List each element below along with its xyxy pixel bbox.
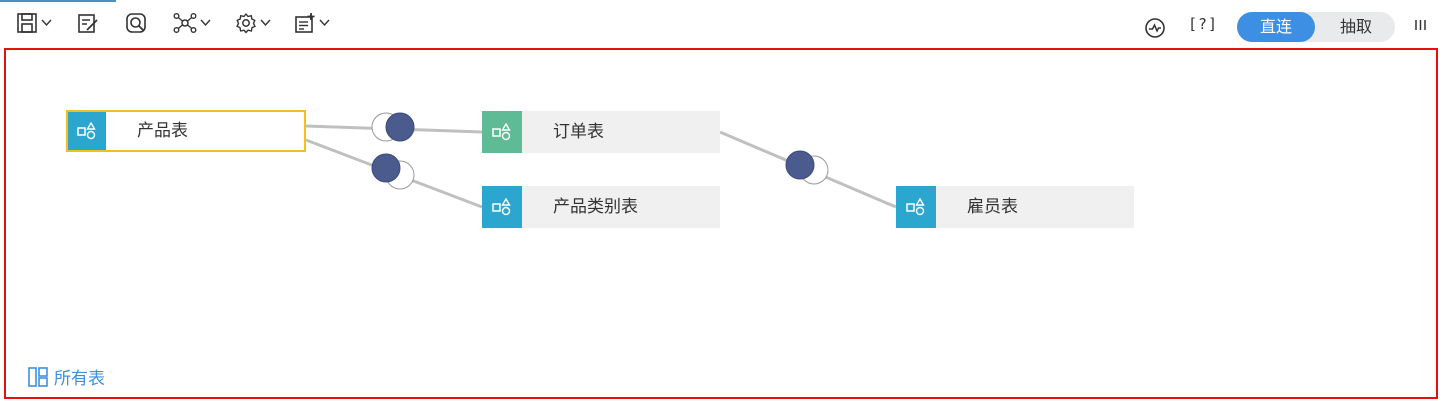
mode-direct-option[interactable]: 直连 (1237, 12, 1315, 42)
chevron-down-icon (41, 19, 52, 27)
table-node-product-category[interactable]: 产品类别表 (482, 186, 720, 228)
relation-canvas[interactable]: 产品表 订单表 产品类别表 (4, 48, 1438, 399)
active-tab-indicator (0, 0, 116, 2)
table-node-label: 产品表 (137, 121, 188, 141)
edit-button[interactable] (77, 10, 99, 36)
layout-panel-icon (28, 366, 48, 387)
columns-menu-icon[interactable] (1414, 18, 1428, 32)
join-button-product-order[interactable] (371, 112, 415, 142)
chevron-down-icon (260, 19, 271, 27)
join-button-order-employee[interactable] (785, 150, 829, 185)
table-node-label: 订单表 (553, 122, 604, 142)
network-icon (173, 13, 197, 33)
chevron-down-icon (319, 19, 330, 27)
table-shapes-icon (896, 186, 936, 228)
table-node-order[interactable]: 订单表 (482, 111, 720, 153)
chevron-down-icon (200, 19, 211, 27)
help-button[interactable]: [?] (1188, 15, 1219, 33)
edit-icon (78, 14, 98, 33)
relation-button[interactable] (173, 10, 211, 36)
performance-button[interactable] (1144, 15, 1166, 41)
join-button-product-category[interactable] (371, 153, 415, 190)
mode-extract-option[interactable]: 抽取 (1339, 17, 1372, 36)
settings-button[interactable] (235, 10, 271, 36)
monitor-pulse-icon (1145, 18, 1165, 38)
table-shapes-icon (68, 112, 106, 150)
preview-icon (126, 13, 146, 33)
table-node-label: 雇员表 (967, 197, 1018, 217)
join-links (305, 112, 897, 209)
save-icon (17, 13, 37, 33)
all-tables-link[interactable]: 所有表 (28, 364, 105, 389)
add-table-button[interactable] (294, 10, 330, 36)
add-table-icon (295, 13, 315, 33)
toolbar: [?] 直连 抽取 (0, 0, 1442, 46)
table-node-employee[interactable]: 雇员表 (896, 186, 1134, 228)
table-node-product[interactable]: 产品表 (66, 110, 306, 152)
mode-toggle[interactable]: 直连 抽取 (1237, 12, 1395, 42)
preview-button[interactable] (125, 10, 147, 36)
table-shapes-icon (482, 186, 522, 228)
save-button[interactable] (16, 10, 52, 36)
table-node-label: 产品类别表 (553, 197, 638, 217)
gear-icon (236, 13, 256, 34)
table-shapes-icon (482, 111, 522, 153)
all-tables-label: 所有表 (54, 369, 105, 389)
